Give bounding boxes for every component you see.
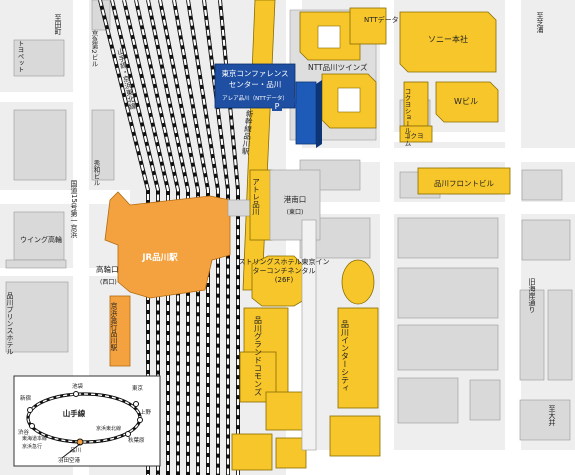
label-sony: ソニー本社 (428, 34, 468, 44)
label-toyopet: トヨペット (16, 40, 24, 73)
intercity (329, 259, 381, 457)
callout-title-2: センター・品川 (229, 80, 282, 89)
prince-block (5, 281, 69, 353)
ntt-twins (289, 9, 377, 148)
label-konan-exit: 港南口 (284, 194, 307, 204)
keikyu-platform (109, 295, 131, 367)
shuwa-block (91, 109, 115, 181)
label-takanawa-exit-sub: (西口) (100, 279, 117, 286)
railway-tracks (98, 0, 240, 475)
label-strings-box: ストリングスホテル東京インターコンチネンタル (26F) (238, 258, 330, 284)
left-blocks (5, 0, 115, 353)
inset-akihabara: 秋葉原 (128, 436, 145, 444)
conference-center-tower (295, 81, 317, 145)
label-keikyu: 京浜急行品川駅 (110, 301, 118, 352)
label-front-bldg: 品川フロントビル (434, 179, 494, 188)
street-shibaura-left: 至田町 (54, 14, 62, 35)
callout-title-1: 東京コンファレンス (221, 68, 288, 78)
grand-commons (231, 307, 307, 471)
label-shuwa: 秀和ビル (92, 159, 100, 186)
inset-ikebukuro: 池袋 (72, 382, 84, 390)
front-building (417, 167, 511, 195)
sony-hq (399, 11, 497, 73)
inset-tokyo: 東京 (132, 384, 144, 392)
label-konan-exit-sub: (東口) (287, 208, 304, 216)
label-grand-commons: 品川グランドコモンズ (254, 316, 263, 396)
label-atre: アトレ品川 (252, 178, 261, 216)
label-ntt-twins: NTT品川ツインズ (308, 62, 368, 72)
callout-sub: アレア品川（NTTデータ） (222, 94, 288, 102)
label-intercity: 品川インターシティ (341, 320, 350, 392)
inset-yamanote-map: 山手線 池袋 東京 新宿 上野 渋谷 秋葉原 品川 東海道本線 京浜急行 京浜東… (13, 375, 161, 467)
kokuyo-showroom (403, 81, 429, 127)
inset-keihin-tohoku: 京浜東北線 (96, 425, 121, 432)
label-w-bldg: Wビル (454, 97, 478, 106)
parking-label: P (275, 102, 280, 111)
skyway (301, 219, 317, 451)
inset-ueno: 上野 (140, 408, 152, 416)
label-kokuyo: コクヨ (404, 132, 424, 140)
label-kokuyo-show: コクヨショールーム (403, 88, 411, 147)
label-strings-floor: (26F) (274, 276, 294, 284)
label-prince: 品川プリンスホテル (6, 292, 14, 355)
label-takanawa-exit: 高輪口 (96, 264, 119, 274)
inset-shinjuku: 新宿 (20, 394, 32, 402)
inset-keikyu: 京浜急行 (22, 443, 42, 450)
street-route15: 国道15号第一京浜 (70, 180, 78, 239)
label-wing: ウイング高輪 (20, 235, 62, 244)
inset-tokaido: 東海道本線 (22, 435, 47, 442)
street-omori: 至大井 (548, 405, 556, 427)
inset-shibuya: 渋谷 (18, 428, 30, 436)
inset-haneda: 羽田空港 (58, 456, 81, 464)
street-kyuebara: 旧海岸通り (528, 278, 536, 313)
street-shibaura-right: 至芝浦 (536, 12, 544, 34)
conference-callout: 東京コンファレンス センター・品川 アレア品川（NTTデータ） (214, 63, 297, 109)
label-jr-station: JR品川駅 (141, 253, 178, 263)
kokuyo (399, 125, 433, 143)
ntt-data-building (349, 7, 387, 45)
label-ntt-data: NTTデータ (364, 15, 399, 24)
toyopet-block (13, 39, 65, 77)
label-strings: ストリングスホテル東京インターコンチネンタル (238, 258, 330, 275)
w-building (435, 81, 499, 123)
inset-shinagawa: 品川 (70, 447, 81, 454)
parking-icon (272, 101, 282, 111)
label-kyoto-bldg2: 京急第2ビル (90, 29, 98, 67)
inset-line-name: 山手線 (63, 408, 86, 418)
